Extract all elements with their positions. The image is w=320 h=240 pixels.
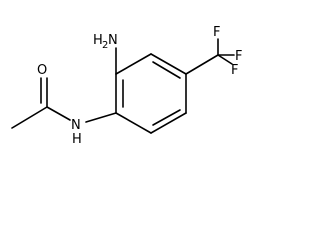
amide-label-n: N bbox=[71, 118, 81, 133]
ring-double-bond-top-right bbox=[152, 61, 181, 79]
fluorine-label-top: F bbox=[213, 25, 220, 40]
cf3-bond bbox=[185, 54, 219, 75]
ring-bond-bottom-left bbox=[115, 112, 152, 134]
amide-label-h: H bbox=[72, 132, 82, 147]
amide-carbon-bond bbox=[46, 106, 71, 121]
methyl-bond bbox=[11, 106, 48, 129]
ring-bond-top-right bbox=[150, 53, 187, 75]
ring-double-bond-bottom-right bbox=[152, 109, 181, 126]
amide-n-bond bbox=[85, 112, 117, 123]
carbonyl-oxygen-label: O bbox=[37, 63, 47, 78]
cf-bond-bottom bbox=[217, 54, 233, 65]
fluorine-label-bottom: F bbox=[231, 63, 238, 78]
fluorine-label-right: F bbox=[235, 49, 242, 64]
amine-label-subscript: 2 bbox=[102, 40, 108, 51]
molecule-svg: H 2 N F F F N H O bbox=[11, 25, 242, 147]
structure-diagram: H 2 N F F F N H O bbox=[0, 0, 254, 148]
ring-bond-bottom-right bbox=[150, 112, 187, 134]
amine-label-n: N bbox=[108, 33, 118, 48]
amine-label-h: H bbox=[93, 33, 103, 48]
ring-bond-top-left bbox=[115, 53, 152, 75]
